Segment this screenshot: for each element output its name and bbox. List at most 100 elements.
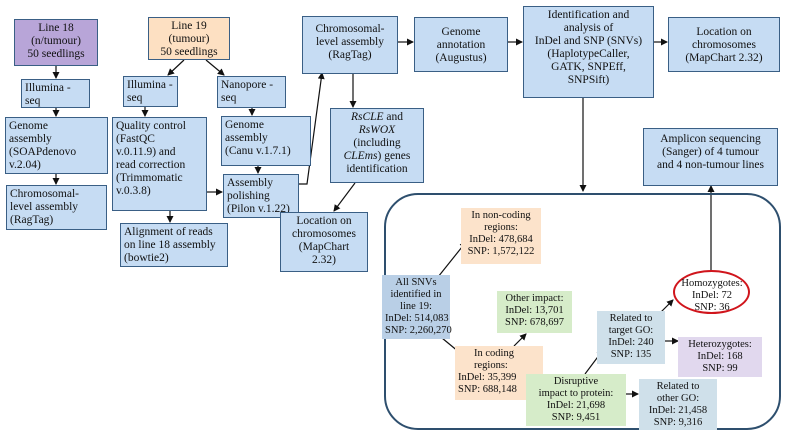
other-impact-l2: InDel: 13,701 — [505, 305, 564, 316]
rscle-l3: (including — [353, 137, 401, 149]
nanopore-seq-box: Nanopore - seq — [217, 76, 286, 108]
qc-l4: read correction — [116, 159, 186, 171]
chrom-mid-l1: Chromosomal- — [315, 23, 385, 35]
snv-l6: SNPSift) — [567, 74, 610, 86]
snv-l5: GATK, SNPEff, — [551, 61, 626, 73]
all-snvs-box: All SNVs identified in line 19: InDel: 5… — [382, 275, 452, 339]
loc-mid-l3: (MapChart — [298, 241, 350, 253]
rscle-l5: identification — [346, 163, 408, 175]
arrow-rscle-location — [333, 182, 356, 212]
loc-mid-l2: chromosomes — [292, 228, 356, 240]
qc-l6: v.0.3.8) — [116, 185, 151, 197]
amplicon-l2: (Sanger) of 4 tumour — [662, 146, 759, 158]
line19-seedlings: 50 seedlings — [160, 46, 218, 58]
line18-title: Line 18 — [38, 22, 74, 34]
allsnv-l2: identified in — [390, 289, 442, 300]
illumina-b-l1: Illumina - — [127, 79, 173, 91]
amplicon-l1: Amplicon sequencing — [660, 133, 761, 145]
noncoding-l2: regions: — [484, 222, 518, 233]
chrom-left-l2: level assembly — [10, 201, 79, 213]
genome-annotation-box: Genome annotation (Augustus) — [414, 17, 508, 72]
noncoding-l4: SNP: 1,572,122 — [467, 246, 535, 257]
chrom-assembly-left-box: Chromosomal- level assembly (RagTag) — [6, 185, 107, 230]
target-go-l2: target GO: — [608, 325, 654, 336]
arrow-polish-chrom — [299, 72, 325, 185]
qc-l3: v.0.11.9) and — [116, 146, 176, 158]
amplicon-sequencing-box: Amplicon sequencing (Sanger) of 4 tumour… — [643, 128, 778, 186]
illumina-b-l2: seq — [127, 92, 143, 104]
arrow-line19-illumina — [167, 59, 185, 76]
other-go-l4: SNP: 9,316 — [653, 417, 703, 428]
homo-l3: SNP: 36 — [694, 302, 730, 313]
snv-l1: Identification and — [547, 9, 630, 21]
genome-asm-l1: Genome — [9, 120, 48, 132]
coding-l1: In coding — [474, 348, 514, 359]
alignment-l3: (bowtie2) — [124, 252, 169, 264]
qc-l5: (Trimmomatic — [116, 172, 183, 184]
homo-l2: InDel: 72 — [692, 290, 732, 301]
target-go-box: Related to target GO: InDel: 240 SNP: 13… — [597, 311, 665, 364]
heterozygotes-box: Heterozygotes: InDel: 168 SNP: 99 — [678, 337, 762, 377]
snv-identification-box: Identification and analysis of InDel and… — [523, 6, 654, 98]
canu-l1: Genome — [225, 119, 264, 131]
coding-l2: regions: — [474, 360, 508, 371]
annot-l3: (Augustus) — [435, 52, 487, 64]
disruptive-l3: InDel: 21,698 — [546, 400, 606, 411]
rscle-gene: RsCLE — [350, 111, 384, 123]
disruptive-l1: Disruptive — [553, 376, 599, 387]
amplicon-l3: and 4 non-tumour lines — [657, 159, 764, 171]
chrom-left-l3: (RagTag) — [10, 214, 54, 226]
coding-l4: SNP: 688,148 — [458, 384, 517, 395]
allsnv-l5: SNP: 2,260,270 — [385, 325, 452, 336]
nanopore-l2: seq — [221, 92, 237, 104]
noncoding-l3: InDel: 478,684 — [469, 234, 533, 245]
rswox-gene: RsWOX — [358, 124, 396, 136]
alignment-l2: on line 18 assembly — [124, 239, 216, 251]
target-go-l4: SNP: 135 — [610, 349, 652, 360]
loc-right-l2: chromosomes — [692, 39, 756, 51]
other-go-box: Related to other GO: InDel: 21,458 SNP: … — [639, 379, 717, 430]
qc-l2: (FastQC — [116, 133, 155, 145]
canu-l3: (Canu v.1.7.1) — [225, 145, 291, 157]
hetero-l2: InDel: 168 — [697, 351, 743, 362]
disruptive-l2: impact to protein: — [538, 388, 614, 399]
chrom-assembly-mid-box: Chromosomal- level assembly (RagTag) — [302, 16, 398, 74]
alignment-l1: Alignment of reads — [124, 226, 213, 238]
illumina-seq-box-b: Illumina - seq — [123, 76, 178, 107]
genome-asm-l2: assembly — [9, 133, 52, 145]
hetero-l3: SNP: 99 — [702, 363, 738, 374]
chrom-mid-l2: level assembly — [315, 36, 385, 48]
other-impact-box: Other impact: InDel: 13,701 SNP: 678,697 — [497, 291, 572, 333]
clems-gene: CLEms — [343, 150, 378, 162]
hetero-l1: Heterozygotes: — [688, 339, 752, 350]
target-go-l3: InDel: 240 — [608, 337, 654, 348]
line18-seedlings: 50 seedlings — [27, 48, 85, 60]
line18-box: Line 18 (n/tumour) 50 seedlings — [14, 19, 98, 66]
disruptive-l4: SNP: 9,451 — [551, 412, 601, 423]
coding-l3: InDel: 35,399 — [458, 372, 517, 383]
snv-l4: (HaplotypeCaller, — [547, 48, 630, 60]
illumina-a-l1: Illumina - — [25, 82, 71, 94]
noncoding-box: In non-coding regions: InDel: 478,684 SN… — [461, 208, 541, 264]
disruptive-impact-box: Disruptive impact to protein: InDel: 21,… — [526, 374, 626, 426]
loc-mid-l4: 2.32) — [312, 254, 336, 266]
chrom-left-l1: Chromosomal- — [10, 188, 79, 200]
polish-l1: Assembly — [227, 177, 273, 189]
other-impact-l3: SNP: 678,697 — [505, 317, 564, 328]
other-impact-l1: Other impact: — [505, 293, 564, 304]
illumina-seq-box-a: Illumina - seq — [21, 79, 90, 108]
annot-l1: Genome — [441, 26, 481, 38]
allsnv-l1: All SNVs — [395, 277, 437, 288]
other-go-l2: other GO: — [656, 393, 700, 404]
loc-right-l3: (MapChart 2.32) — [685, 52, 763, 64]
annot-l2: annotation — [436, 39, 486, 51]
illumina-a-l2: seq — [25, 95, 41, 107]
homo-l1: Homozygotes: — [681, 278, 743, 289]
alignment-box: Alignment of reads on line 18 assembly (… — [120, 223, 228, 267]
qc-l1: Quality control — [116, 120, 186, 132]
nanopore-l1: Nanopore - — [221, 79, 274, 91]
genome-asm-l3: (SOAPdenovo — [9, 146, 77, 158]
loc-right-l1: Location on — [696, 26, 752, 38]
snv-l3: InDel and SNP (SNVs) — [534, 35, 643, 47]
arrow-coding-other — [513, 333, 527, 347]
